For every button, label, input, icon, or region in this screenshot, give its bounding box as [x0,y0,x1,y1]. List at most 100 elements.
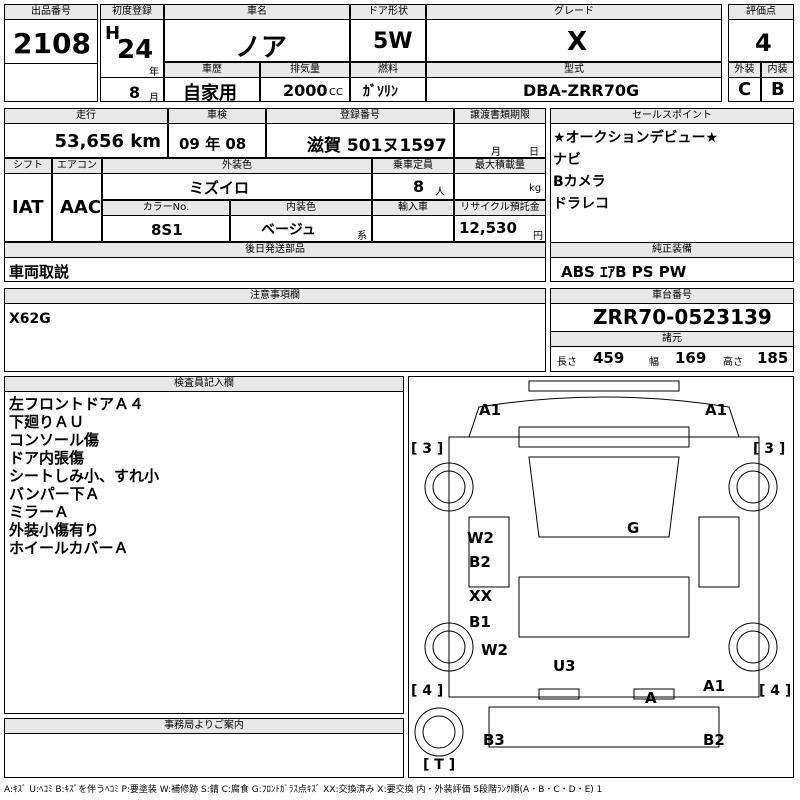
int-grade: B [771,79,785,100]
notes-label: 注意事項欄 [5,289,545,304]
score: 4 [755,29,772,57]
transfer-month: 月 [491,147,501,158]
mark-a1-right: A1 [705,401,728,419]
sales-point-item: ドラレコ [553,196,609,212]
recycle-box: リサイクル預託金 12,530 円 [454,200,546,242]
transfer-label: 譲渡書類期限 [455,109,545,124]
first-reg-month: 8 [129,83,141,102]
lot-number: 2108 [13,27,91,60]
ext-grade: C [738,79,752,100]
int-label: 内装 [762,63,793,78]
seats-box: 乗車定員 8 人 [372,158,454,200]
ext-color: ミズイロ [189,179,250,197]
later-parts: 車両取説 [9,263,70,281]
car-name-label: 車名 [165,5,349,20]
load-unit: kg [529,183,542,194]
shift: IAT [12,197,44,218]
inspector-line: 下廻りＡＵ [9,413,85,431]
mark-4-right: [ 4 ] [759,683,792,699]
grade-label: グレード [427,5,721,20]
door-label: ドア形状 [351,5,425,20]
sales-point-item: Bカメラ [553,174,606,190]
mark-a-rear: A [645,689,657,707]
door-box: ドア形状 5W [350,4,426,62]
mark-b2: B2 [469,553,491,571]
mileage-box: 走行 53,656 km [4,108,168,158]
model-label: 型式 [427,63,721,78]
int-color-label: 内装色 [231,201,371,216]
length: 459 [593,349,625,367]
transfer-day: 日 [529,147,539,158]
inspector-label: 検査員記入欄 [5,377,403,392]
reg-number: 滋賀 501ヌ1597 [307,136,447,156]
displacement-box: 排気量 2000 CC [260,62,350,102]
load-box: 最大積載量 kg [454,158,546,200]
color-no-box: カラーNo. 8S1 [102,200,230,242]
aircon-label: エアコン [53,159,101,174]
mark-b3: B3 [483,731,505,749]
displacement-label: 排気量 [261,63,349,78]
fuel-box: 燃料 ｶﾞｿﾘﾝ [350,62,426,102]
later-parts-label: 後日発送部品 [5,243,545,258]
mark-g: G [627,519,640,537]
mark-xx: XX [469,587,493,605]
inspector-line: ドア内張傷 [9,449,85,467]
ext-label: 外装 [729,63,760,78]
mark-3-right: [ 3 ] [753,441,786,457]
mark-a1-left: A1 [479,401,502,419]
lot-label: 出品番号 [5,5,97,20]
int-color-suffix: 系 [357,231,367,242]
height: 185 [757,349,789,367]
displacement: 2000 [283,81,328,100]
specs-label: 諸元 [551,331,793,347]
mark-t: [ T ] [423,757,456,773]
inspector-line: コンソール傷 [9,431,100,449]
mark-b1: B1 [469,613,491,631]
seats-unit: 人 [435,187,445,198]
chassis-label: 車台番号 [551,289,793,304]
office-label: 事務局よりご案内 [5,719,403,734]
door-type: 5W [373,29,413,54]
grade: X [567,27,588,57]
shift-label: シフト [5,159,51,174]
lot-box: 出品番号 2108 [4,4,98,102]
inspector-line: 左フロントドアＡ４ [9,395,145,413]
month-unit: 月 [149,93,159,104]
inspection-box: 車検 09 年 08 月 [168,108,266,174]
score-box: 評価点 4 [728,4,794,62]
sales-label: セールスポイント [551,109,793,124]
mark-w2-upper: W2 [467,529,494,547]
mileage-label: 走行 [5,109,167,124]
color-no: 8S1 [151,221,183,239]
width-label: 幅 [649,357,659,368]
grade-box: グレード X [426,4,722,62]
load-label: 最大積載量 [455,159,545,174]
equipment: ABS ｴｱB PS PW [561,263,687,281]
length-label: 長さ [557,357,577,368]
notes-box: 注意事項欄 X62G [4,288,546,372]
mark-3-left: [ 3 ] [411,441,444,457]
reg-box: 登録番号 滋賀 501ヌ1597 [266,108,454,158]
ext-box: 外装 C [728,62,761,102]
aircon-box: エアコン AAC [52,158,102,242]
model-box: 型式 DBA-ZRR70G [426,62,722,102]
ext-color-label: 外装色 [103,159,371,174]
ext-color-box: 外装色 ミズイロ [102,158,372,200]
year-unit: 年 [149,67,159,78]
car-diagram: A1 A1 [ 3 ] [ 3 ] G W2 B2 XX B1 W2 U3 [ … [408,376,794,778]
car-name: ノア [235,33,288,63]
history-box: 車歴 自家用 [164,62,260,104]
car-name-box: 車名 ノア [164,4,350,63]
seats-label: 乗車定員 [373,159,453,174]
first-reg-era: H [105,23,121,44]
equipment-box: 純正装備 ABS ｴｱB PS PW [550,242,794,282]
office-box: 事務局よりご案内 [4,718,404,778]
recycle-label: リサイクル預託金 [455,201,545,216]
inspector-line: 外装小傷有り [9,521,100,539]
reg-label: 登録番号 [267,109,453,124]
first-reg-label: 初度登録 [101,5,163,20]
first-reg-box: 初度登録 H 24 年 8 月 [100,4,164,104]
chassis-box: 車台番号 ZRR70-0523139 諸元 長さ 459 幅 169 高さ 18… [550,288,794,372]
